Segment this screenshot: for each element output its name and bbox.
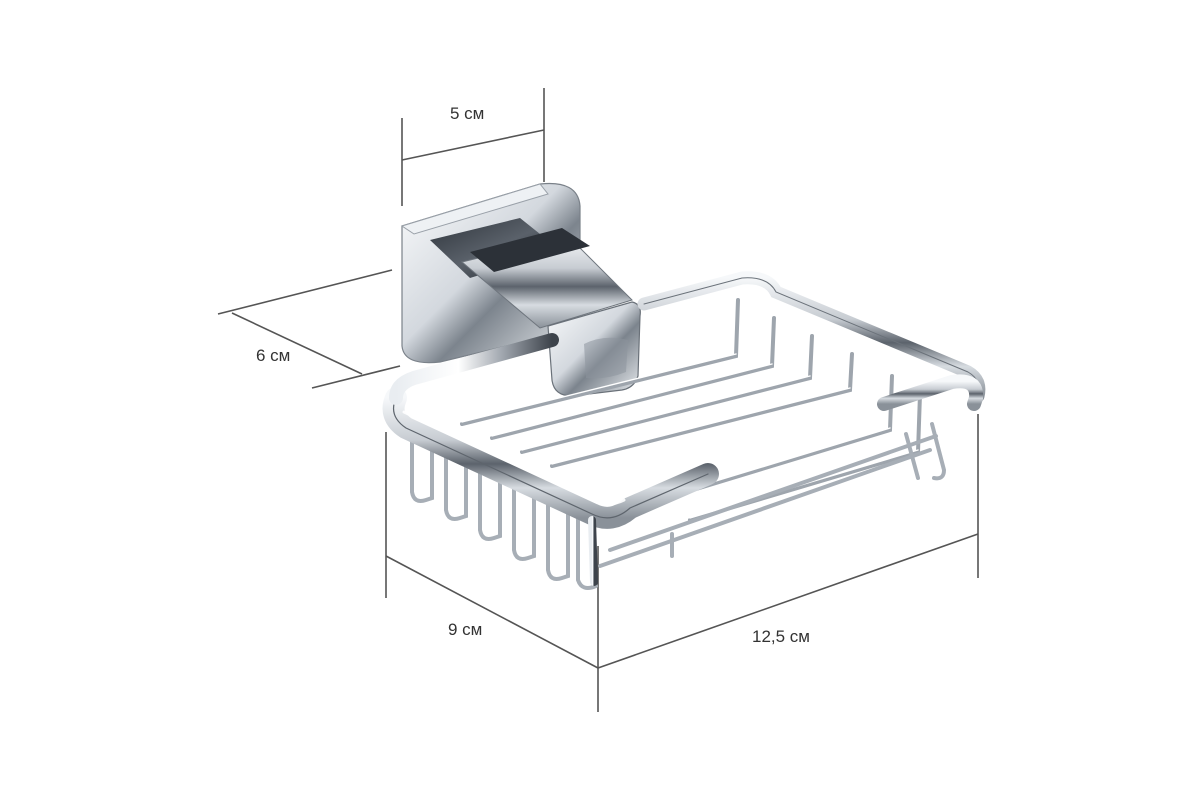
mount-plate-edge [400, 183, 549, 235]
dimension-line-length [597, 533, 979, 669]
basket-wire-highlight [461, 353, 737, 423]
mount-depth-label: 6 см [256, 346, 291, 365]
basket-front-rail-highlight [402, 410, 626, 506]
basket-wire [930, 422, 947, 481]
basket-loop [444, 452, 468, 521]
mount-width-label: 5 см [450, 104, 485, 123]
basket-corner-post [588, 516, 598, 586]
dimension-tick [217, 269, 393, 315]
basket-wire-highlight [551, 387, 851, 465]
basket-wire-highlight [491, 363, 773, 437]
basket-loop [410, 438, 434, 503]
basket-wire [598, 448, 932, 568]
basket-wire [460, 298, 740, 426]
basket-loop [478, 468, 502, 541]
basket-wire-highlight [521, 375, 811, 451]
basket-wire [608, 434, 938, 552]
basket-inner-wires [460, 298, 922, 522]
basket-side-wires [598, 422, 947, 568]
dimension-lines [217, 88, 979, 712]
basket-wire [490, 316, 776, 440]
basket-loop [512, 484, 536, 561]
basket-left-rail [389, 333, 559, 405]
basket-wire [904, 432, 920, 480]
basket-front-loops [410, 438, 598, 590]
dimension-line-height [385, 555, 599, 669]
dimension-tick [311, 365, 401, 389]
basket-depth-label: 9 см [448, 620, 483, 639]
basket-wire [658, 374, 894, 502]
basket-wire [550, 352, 854, 468]
basket-wire [520, 334, 814, 454]
basket-right-rail [877, 374, 984, 411]
soap-basket [382, 271, 986, 590]
basket-loop [546, 500, 570, 581]
basket-loop [576, 514, 598, 590]
dimension-line-depth [231, 312, 363, 375]
mount-end-cap-shade [584, 337, 628, 379]
mount-arm-top [470, 228, 590, 272]
wall-mount [400, 182, 641, 397]
basket-front-rail-outline [393, 397, 709, 519]
dimension-line-width [401, 129, 545, 161]
basket-length-label: 12,5 см [752, 627, 810, 646]
